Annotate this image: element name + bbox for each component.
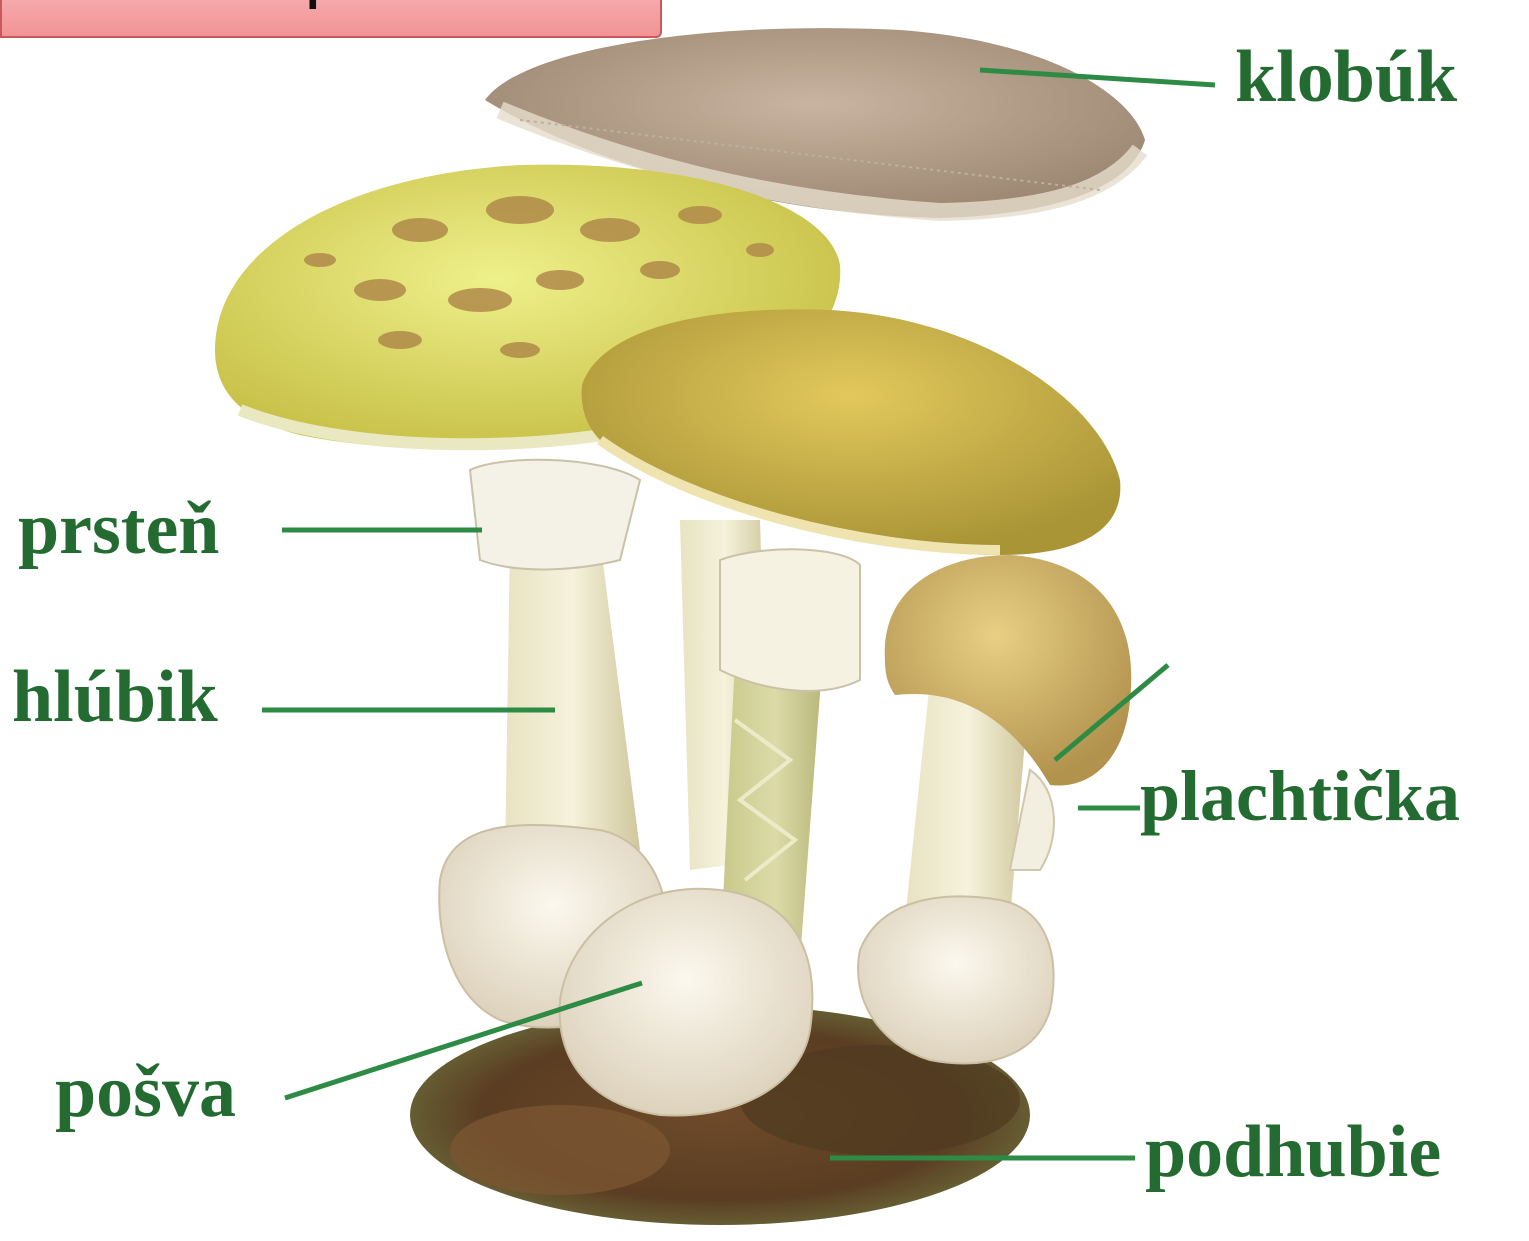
- label-posva: pošva: [55, 1055, 236, 1129]
- label-klobuk: klobúk: [1235, 40, 1457, 114]
- label-podhubie: podhubie: [1145, 1115, 1441, 1189]
- title-text: Stavba húb s plodnicou:: [0, 0, 551, 11]
- cap-middle: [582, 309, 1121, 555]
- label-hlubik: hlúbik: [12, 660, 218, 734]
- title-banner: Stavba húb s plodnicou:: [0, 0, 662, 38]
- stem-left: [470, 460, 640, 860]
- label-prsten: prsteň: [18, 492, 219, 566]
- label-plachticka: plachtička: [1140, 760, 1460, 832]
